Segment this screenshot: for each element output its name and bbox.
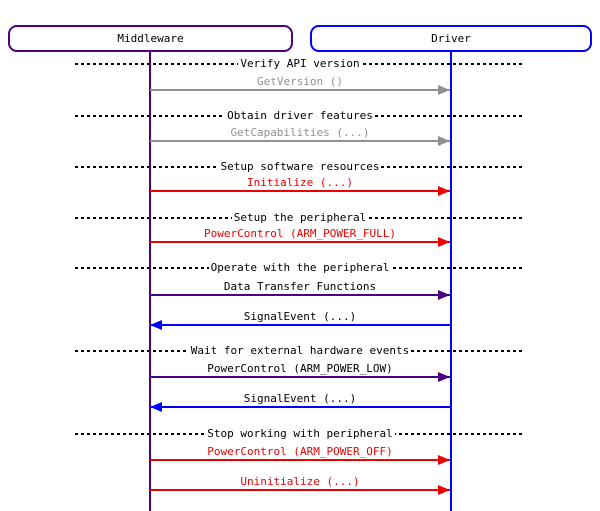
divider-operate-with-peripheral: Operate with the peripheral <box>75 261 525 275</box>
message-label: GetCapabilities (...) <box>230 126 370 139</box>
divider-label: Stop working with peripheral <box>205 427 395 440</box>
arrowhead-right-icon <box>438 290 450 300</box>
arrowhead-right-icon <box>438 136 450 146</box>
message-powercontrol-low: PowerControl (ARM_POWER_LOW) <box>150 360 450 382</box>
divider-setup-software-resources: Setup software resources <box>75 160 525 174</box>
message-label: GetVersion () <box>256 75 344 88</box>
arrowhead-left-icon <box>150 402 162 412</box>
divider-label: Obtain driver features <box>225 109 375 122</box>
divider-wait-for-hardware-events: Wait for external hardware events <box>75 344 525 358</box>
message-powercontrol-off: PowerControl (ARM_POWER_OFF) <box>150 443 450 465</box>
actor-label-middleware: Middleware <box>117 32 184 45</box>
arrow-line <box>150 186 450 196</box>
divider-label: Verify API version <box>238 57 362 70</box>
message-initialize: Initialize (...) <box>150 174 450 196</box>
message-label: PowerControl (ARM_POWER_FULL) <box>203 227 397 240</box>
arrow-line <box>150 136 450 146</box>
divider-setup-the-peripheral: Setup the peripheral <box>75 211 525 225</box>
lifeline-driver <box>450 52 452 511</box>
message-data-transfer-functions: Data Transfer Functions <box>150 278 450 300</box>
arrow-line <box>150 455 450 465</box>
message-label: Initialize (...) <box>247 176 353 189</box>
divider-label: Setup software resources <box>218 160 382 173</box>
divider-label: Wait for external hardware events <box>188 344 412 357</box>
arrow-line <box>150 485 450 495</box>
arrowhead-left-icon <box>150 320 162 330</box>
arrowhead-right-icon <box>438 85 450 95</box>
divider-label: Operate with the peripheral <box>208 261 392 274</box>
arrowhead-right-icon <box>438 372 450 382</box>
message-label: SignalEvent (...) <box>243 392 357 405</box>
divider-verify-api-version: Verify API version <box>75 57 525 71</box>
divider-obtain-driver-features: Obtain driver features <box>75 109 525 123</box>
arrowhead-right-icon <box>438 485 450 495</box>
message-powercontrol-full: PowerControl (ARM_POWER_FULL) <box>150 225 450 247</box>
arrow-line <box>150 85 450 95</box>
actor-label-driver: Driver <box>431 32 471 45</box>
message-getcapabilities: GetCapabilities (...) <box>150 124 450 146</box>
message-label: PowerControl (ARM_POWER_OFF) <box>207 445 393 458</box>
message-getversion: GetVersion () <box>150 73 450 95</box>
message-label: Data Transfer Functions <box>223 280 377 293</box>
arrow-line <box>150 320 450 330</box>
divider-stop-working-with-peripheral: Stop working with peripheral <box>75 427 525 441</box>
arrowhead-right-icon <box>438 237 450 247</box>
arrow-line <box>150 290 450 300</box>
arrowhead-right-icon <box>438 455 450 465</box>
actor-box-driver: Driver <box>310 25 592 52</box>
divider-label: Setup the peripheral <box>231 211 369 224</box>
message-label: PowerControl (ARM_POWER_LOW) <box>207 362 393 375</box>
message-uninitialize: Uninitialize (...) <box>150 473 450 495</box>
message-signalevent-2: SignalEvent (...) <box>150 390 450 412</box>
message-signalevent-1: SignalEvent (...) <box>150 308 450 330</box>
message-label: SignalEvent (...) <box>243 310 357 323</box>
arrow-line <box>150 372 450 382</box>
arrowhead-right-icon <box>438 186 450 196</box>
message-label: Uninitialize (...) <box>240 475 360 488</box>
arrow-line <box>150 237 450 247</box>
arrow-line <box>150 402 450 412</box>
lifeline-middleware <box>149 52 151 511</box>
actor-box-middleware: Middleware <box>8 25 293 52</box>
